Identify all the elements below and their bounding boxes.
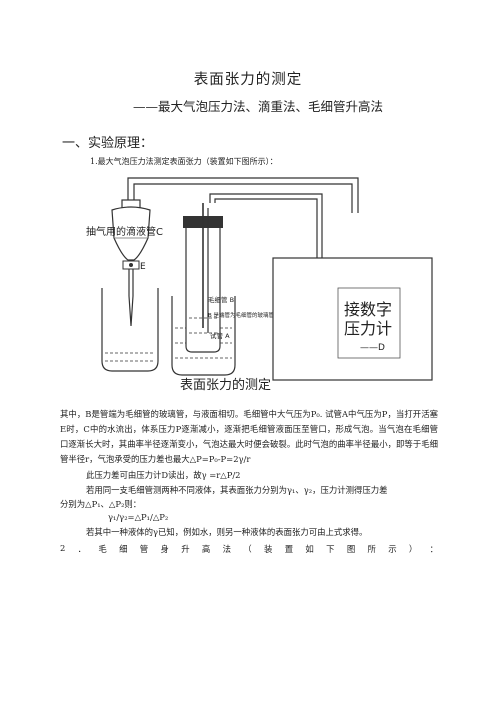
- item-2-char: 毛: [98, 544, 107, 554]
- item-2-char: 示: [388, 544, 397, 554]
- line-known-liquid: 若其中一种液体的γ已知，例如水，则另一种液体的表面张力可由上式求得。: [86, 527, 368, 537]
- item-2-char: ．: [77, 544, 87, 554]
- paragraph-principle: 其中，B是管端为毛细管的玻璃管，与液面相切。毛细管中大气压为P₀. 试管A中气压…: [60, 409, 438, 464]
- label-test-tube-a: 试管 A: [210, 331, 230, 340]
- gas-tubing: [127, 177, 359, 258]
- item-2-char: 细: [119, 544, 128, 554]
- item-2-char: 高: [201, 544, 211, 554]
- digital-manometer-d: [272, 257, 433, 381]
- item-2-char: ）: [408, 544, 418, 554]
- label-capillary-note: B 是端管为毛细管的玻璃管，与液面相切: [208, 311, 308, 319]
- line-delta-p: 分别为△P₁、△P₂则：: [60, 499, 142, 509]
- item-2-char: 升: [181, 544, 190, 554]
- label-manometer-line3: ——D: [360, 343, 385, 353]
- collecting-beaker: [101, 288, 159, 372]
- item-2-char: 下: [326, 544, 335, 554]
- line-pressure-formula: 此压力差可由压力计D读出，故γ =r△P/2: [86, 470, 241, 480]
- label-stopcock-e: E: [140, 262, 146, 272]
- dropping-funnel-c: [111, 199, 151, 327]
- apparatus-diagram: 抽气用的滴液管C E 毛细管 B B 是端管为毛细管的玻璃管，与液面相切 试管 …: [86, 177, 433, 393]
- item-2-char: 2: [60, 543, 66, 553]
- item-2-char: ：: [429, 544, 438, 554]
- label-manometer-line1: 接数字: [344, 300, 392, 319]
- item-2-char: 身: [160, 544, 169, 554]
- line-two-liquids: 若用同一支毛细管测两种不同液体，其表面张力分别为γ₁、γ₂，压力计测得压力差: [86, 485, 388, 495]
- item-2-char: 如: [305, 544, 314, 554]
- label-funnel-c: 抽气用的滴液管C: [86, 225, 163, 238]
- document-title: 表面张力的测定: [193, 72, 303, 88]
- item-2-char: 管: [139, 544, 149, 554]
- document-subtitle: ——最大气泡压力法、滴重法、毛细管升高法: [132, 99, 383, 114]
- item-2-char: 图: [346, 544, 356, 554]
- item-2-char: 装: [264, 544, 273, 554]
- label-capillary-b: 毛细管 B: [208, 295, 234, 304]
- item-2-heading: 2 ． 毛 细 管 身 升 高 法 （ 装 置 如 下 图 所 示 ） ：: [60, 543, 438, 555]
- item-1-heading: 1.最大气泡压力法测定表面张力（装置如下图所示）：: [90, 157, 278, 166]
- test-tube-a: [171, 203, 236, 376]
- section-heading-principle: 一、实验原理：: [62, 136, 154, 151]
- line-ratio-formula: γ₁/γ₂=△P₁/△P₂: [108, 512, 169, 522]
- item-2-char: 法: [222, 544, 231, 554]
- item-2-char: （: [243, 544, 252, 554]
- figure-caption: 表面张力的测定: [180, 377, 271, 393]
- item-2-char: 置: [284, 544, 294, 554]
- item-2-char: 所: [367, 544, 376, 554]
- label-manometer-line2: 压力计: [344, 319, 392, 338]
